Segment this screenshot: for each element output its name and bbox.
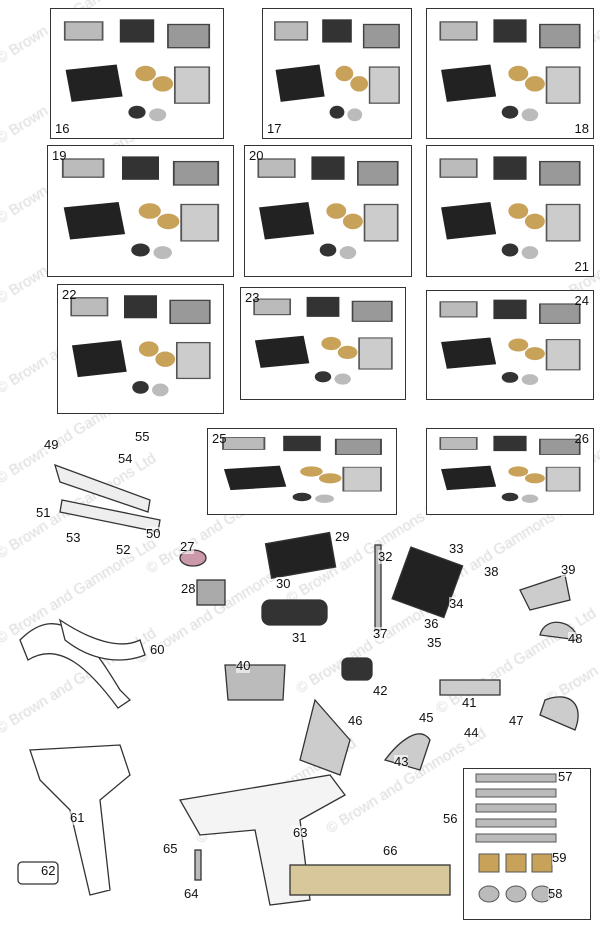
kit-24: 24 xyxy=(426,290,594,400)
kit-parts-image xyxy=(274,19,400,122)
kit-number: 20 xyxy=(249,148,264,163)
kit-21: 21 xyxy=(426,145,594,277)
strap-47 xyxy=(539,696,579,731)
callout-57: 57 xyxy=(558,769,573,784)
callout-56: 56 xyxy=(443,811,458,826)
kit-parts-image xyxy=(439,19,581,122)
kit-number: 26 xyxy=(574,431,589,446)
callout-39: 39 xyxy=(561,562,576,577)
callout-46: 46 xyxy=(348,713,363,728)
callout-61: 61 xyxy=(70,810,85,825)
callout-33: 33 xyxy=(449,541,464,556)
callout-43: 43 xyxy=(394,754,409,769)
callout-49: 49 xyxy=(44,437,59,452)
clamp-28 xyxy=(196,579,226,606)
callout-36: 36 xyxy=(424,616,439,631)
kit-17: 17 xyxy=(262,8,412,139)
kit-number: 25 xyxy=(212,431,227,446)
kit-22: 22 xyxy=(57,284,224,414)
kit-number: 16 xyxy=(55,121,70,136)
bracket-plate xyxy=(54,463,151,513)
callout-51: 51 xyxy=(36,505,51,520)
kit-parts-image xyxy=(222,435,382,503)
kit-number: 21 xyxy=(574,259,589,274)
kit-parts-image xyxy=(70,295,211,397)
callout-66: 66 xyxy=(383,843,398,858)
gasket-62 xyxy=(17,861,59,885)
stud-kit-56 xyxy=(463,768,591,920)
kit-number: 23 xyxy=(245,290,260,305)
kit-parts-image xyxy=(257,156,399,260)
bracket-40 xyxy=(224,664,286,701)
mount-42 xyxy=(341,657,373,681)
downpipe xyxy=(19,623,132,709)
callout-30: 30 xyxy=(276,576,291,591)
callout-63: 63 xyxy=(293,825,308,840)
callout-55: 55 xyxy=(135,429,150,444)
callout-53: 53 xyxy=(66,530,81,545)
callout-38: 38 xyxy=(484,564,499,579)
kit-number: 17 xyxy=(267,121,282,136)
callout-44: 44 xyxy=(464,725,479,740)
kit-16: 16 xyxy=(50,8,224,139)
kit-18: 18 xyxy=(426,8,594,139)
callout-35: 35 xyxy=(427,635,442,650)
callout-62: 62 xyxy=(41,863,56,878)
callout-34: 34 xyxy=(449,596,464,611)
callout-50: 50 xyxy=(146,526,161,541)
mount-30 xyxy=(261,599,328,626)
callout-48: 48 xyxy=(568,631,583,646)
callout-47: 47 xyxy=(509,713,524,728)
callout-37: 37 xyxy=(373,626,388,641)
kit-number: 18 xyxy=(574,121,589,136)
kit-23: 23 xyxy=(240,287,406,400)
callout-40: 40 xyxy=(236,658,251,673)
callout-29: 29 xyxy=(335,529,350,544)
clamp-39 xyxy=(519,574,571,611)
kit-19: 19 xyxy=(47,145,234,277)
callout-60: 60 xyxy=(150,642,165,657)
rubber-29 xyxy=(264,531,337,580)
kit-parts-image xyxy=(439,156,581,260)
kit-parts-image xyxy=(439,299,581,385)
gasket-66 xyxy=(289,864,451,896)
callout-64: 64 xyxy=(184,886,199,901)
kit-number: 19 xyxy=(52,148,67,163)
callout-59: 59 xyxy=(552,850,567,865)
callout-28: 28 xyxy=(181,581,196,596)
bracket-46 xyxy=(299,698,351,776)
callout-45: 45 xyxy=(419,710,434,725)
kit-20: 20 xyxy=(244,145,412,277)
kit-parts-image xyxy=(63,19,211,122)
kit-number: 22 xyxy=(62,287,77,302)
callout-31: 31 xyxy=(292,630,307,645)
kit-parts-image xyxy=(439,435,581,503)
kit-parts-image xyxy=(61,156,220,260)
kit-number: 24 xyxy=(574,293,589,308)
callout-52: 52 xyxy=(116,542,131,557)
callout-41: 41 xyxy=(462,695,477,710)
kit-26: 26 xyxy=(426,428,594,515)
callout-27: 27 xyxy=(180,539,195,554)
callout-58: 58 xyxy=(548,886,563,901)
kit-25: 25 xyxy=(207,428,397,515)
bracket-41 xyxy=(439,679,501,696)
kit-parts-image xyxy=(253,296,393,385)
bolt-64 xyxy=(194,849,202,881)
callout-65: 65 xyxy=(163,841,178,856)
callout-54: 54 xyxy=(118,451,133,466)
callout-42: 42 xyxy=(373,683,388,698)
plate-33 xyxy=(391,546,464,619)
callout-32: 32 xyxy=(378,549,393,564)
